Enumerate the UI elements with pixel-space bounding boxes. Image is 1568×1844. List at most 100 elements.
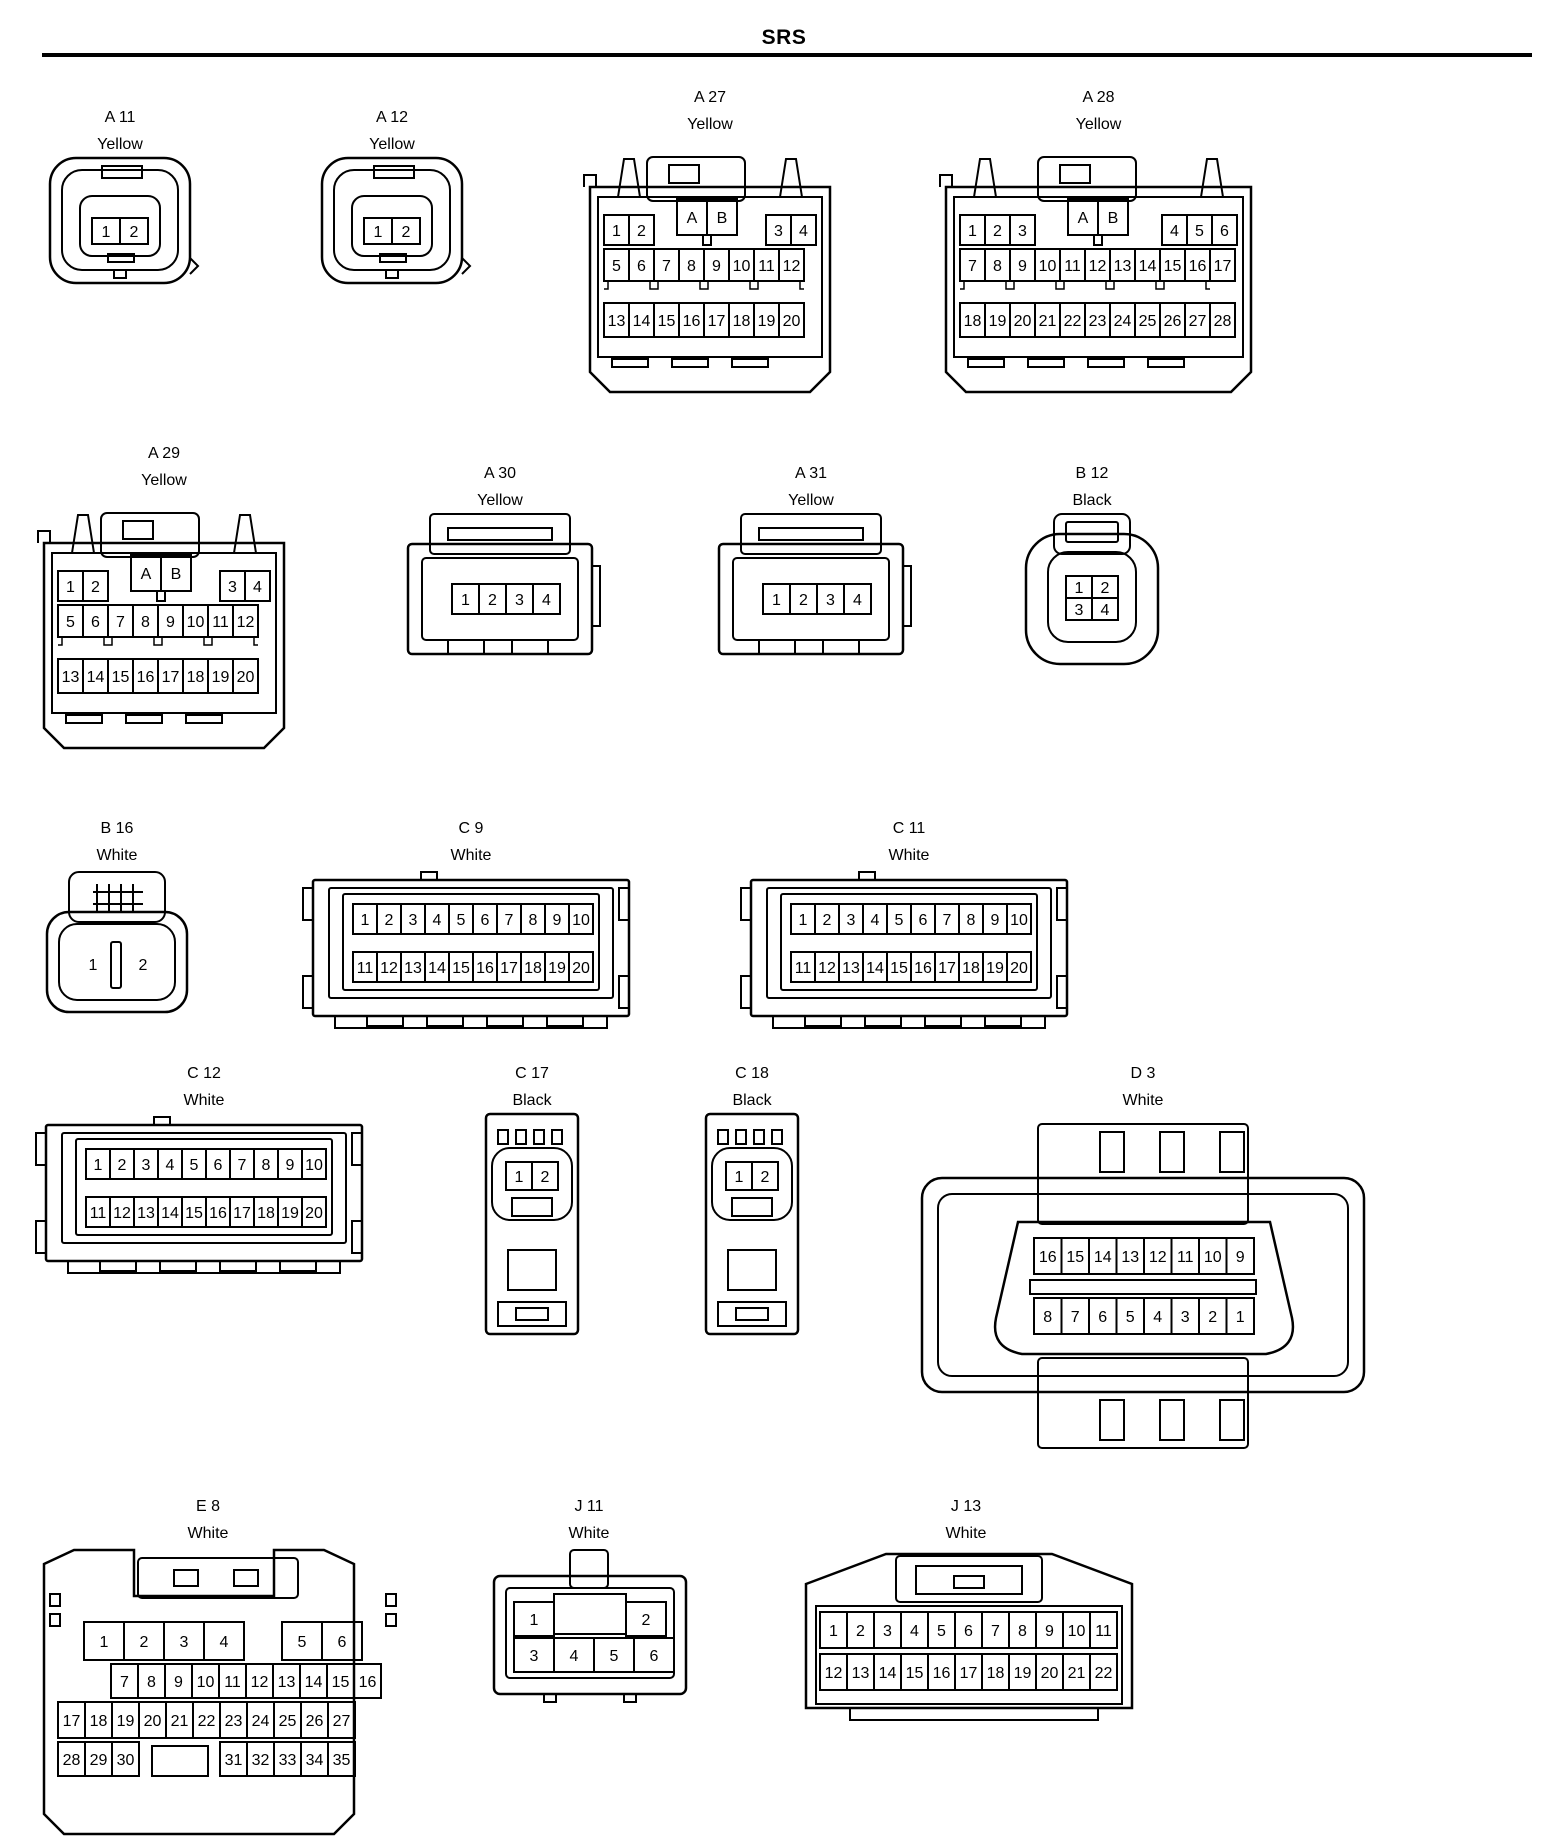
connector-outline: [804, 1552, 1134, 1710]
pin-number: 13: [1114, 258, 1132, 275]
pin-number: 4: [220, 1634, 229, 1651]
pin-number: 13: [137, 1205, 155, 1222]
pin-number: A: [1078, 210, 1089, 227]
connector-housing: [137, 1557, 299, 1599]
connector-housing: [515, 1307, 549, 1321]
pin-number: 19: [986, 960, 1004, 977]
pin-number: 15: [890, 960, 908, 977]
latch-step: [754, 281, 804, 290]
pin-number: 1: [102, 224, 111, 241]
pin-number: 10: [1204, 1249, 1222, 1266]
pin-number: 19: [1014, 1665, 1032, 1682]
connector-housing: [49, 1613, 61, 1627]
pin-number: 3: [1181, 1309, 1190, 1326]
connector-housing: [342, 893, 600, 991]
connector-housing: [68, 871, 166, 923]
connector-housing: [1065, 521, 1119, 543]
pin-number: 5: [66, 614, 75, 631]
pin-cell: [321, 1621, 363, 1661]
pin-number: 5: [190, 1157, 199, 1174]
pin-number: 7: [238, 1157, 247, 1174]
connector-housing: [533, 1129, 545, 1145]
connector-id: A 11: [105, 109, 136, 126]
connector-housing: [486, 1015, 524, 1027]
pin-number: 10: [1068, 1623, 1086, 1640]
pin-number: 2: [130, 224, 139, 241]
connector-housing: [492, 1574, 688, 1696]
connector-housing: [711, 1147, 793, 1221]
pin-number: A: [141, 566, 152, 583]
pin-cell: [778, 248, 805, 282]
connector-housing: [895, 1555, 1043, 1603]
pin-number: 18: [987, 1665, 1005, 1682]
pin-number: 17: [233, 1205, 251, 1222]
connector-housing: [379, 253, 407, 263]
pin-number: 2: [1208, 1309, 1217, 1326]
connector-housing: [185, 714, 223, 724]
pin-number: 11: [1095, 1623, 1112, 1640]
latch-step: [654, 281, 704, 290]
pin-number: 16: [683, 313, 701, 330]
pin-number: 2: [139, 957, 148, 974]
pin-number: 3: [515, 592, 524, 609]
latch-step: [208, 637, 258, 646]
pin-number: 6: [650, 1648, 659, 1665]
pin-number: 11: [90, 1205, 107, 1222]
connector-outline: [71, 514, 95, 554]
connector-housing: [101, 165, 143, 179]
pin-number: 2: [402, 224, 411, 241]
connector-housing: [125, 714, 163, 724]
connector-housing: [45, 910, 189, 1014]
pin-number: 26: [1164, 313, 1182, 330]
title-rule: [42, 53, 1532, 57]
connector-color: White: [889, 847, 930, 864]
pin-number: 12: [113, 1205, 131, 1222]
pin-number: 4: [166, 1157, 175, 1174]
connector-outline: [944, 185, 1253, 394]
pin-number: 9: [712, 258, 721, 275]
connector-housing: [717, 1301, 787, 1327]
pin-number: 5: [1195, 223, 1204, 240]
pin-number: 14: [305, 1674, 323, 1691]
connector-outline: [93, 891, 143, 905]
pin-number: 6: [1220, 223, 1229, 240]
pin-number: 15: [1164, 258, 1182, 275]
pin-number: 27: [333, 1713, 351, 1730]
pin-number: 3: [530, 1648, 539, 1665]
connector-outline: [1200, 158, 1224, 198]
pin-cell: [119, 217, 149, 245]
connector-outline: [189, 257, 200, 275]
pin-cell: [568, 951, 594, 983]
connector-housing: [35, 1132, 47, 1166]
pin-number: 8: [147, 1674, 156, 1691]
connector-outline: [758, 527, 864, 541]
pin-number: 24: [252, 1713, 270, 1730]
pin-number: 1: [515, 1169, 524, 1186]
pin-number: 18: [90, 1713, 108, 1730]
pin-number: 2: [637, 223, 646, 240]
pin-number: 11: [758, 258, 775, 275]
pin-number: 8: [529, 912, 538, 929]
connector-housing: [100, 512, 200, 558]
pin-number: 5: [1126, 1309, 1135, 1326]
connector-housing: [849, 1707, 1099, 1721]
connector-color: Black: [512, 1092, 552, 1109]
connector-housing: [1219, 1399, 1245, 1441]
pin-number: 9: [553, 912, 562, 929]
connector-outline: [42, 541, 286, 750]
connector-housing: [1099, 1399, 1125, 1441]
connector-housing: [515, 1129, 527, 1145]
connector-id: D 3: [1131, 1065, 1156, 1082]
connector-id: C 11: [893, 820, 926, 837]
pin-number: 5: [298, 1634, 307, 1651]
connector-housing: [1056, 887, 1068, 921]
connector-housing: [1027, 358, 1065, 368]
pin-number: 5: [457, 912, 466, 929]
connector-housing: [497, 1129, 509, 1145]
connector-housing: [727, 1249, 777, 1291]
pin-cell: [160, 554, 192, 592]
connector-housing: [1159, 1399, 1185, 1441]
